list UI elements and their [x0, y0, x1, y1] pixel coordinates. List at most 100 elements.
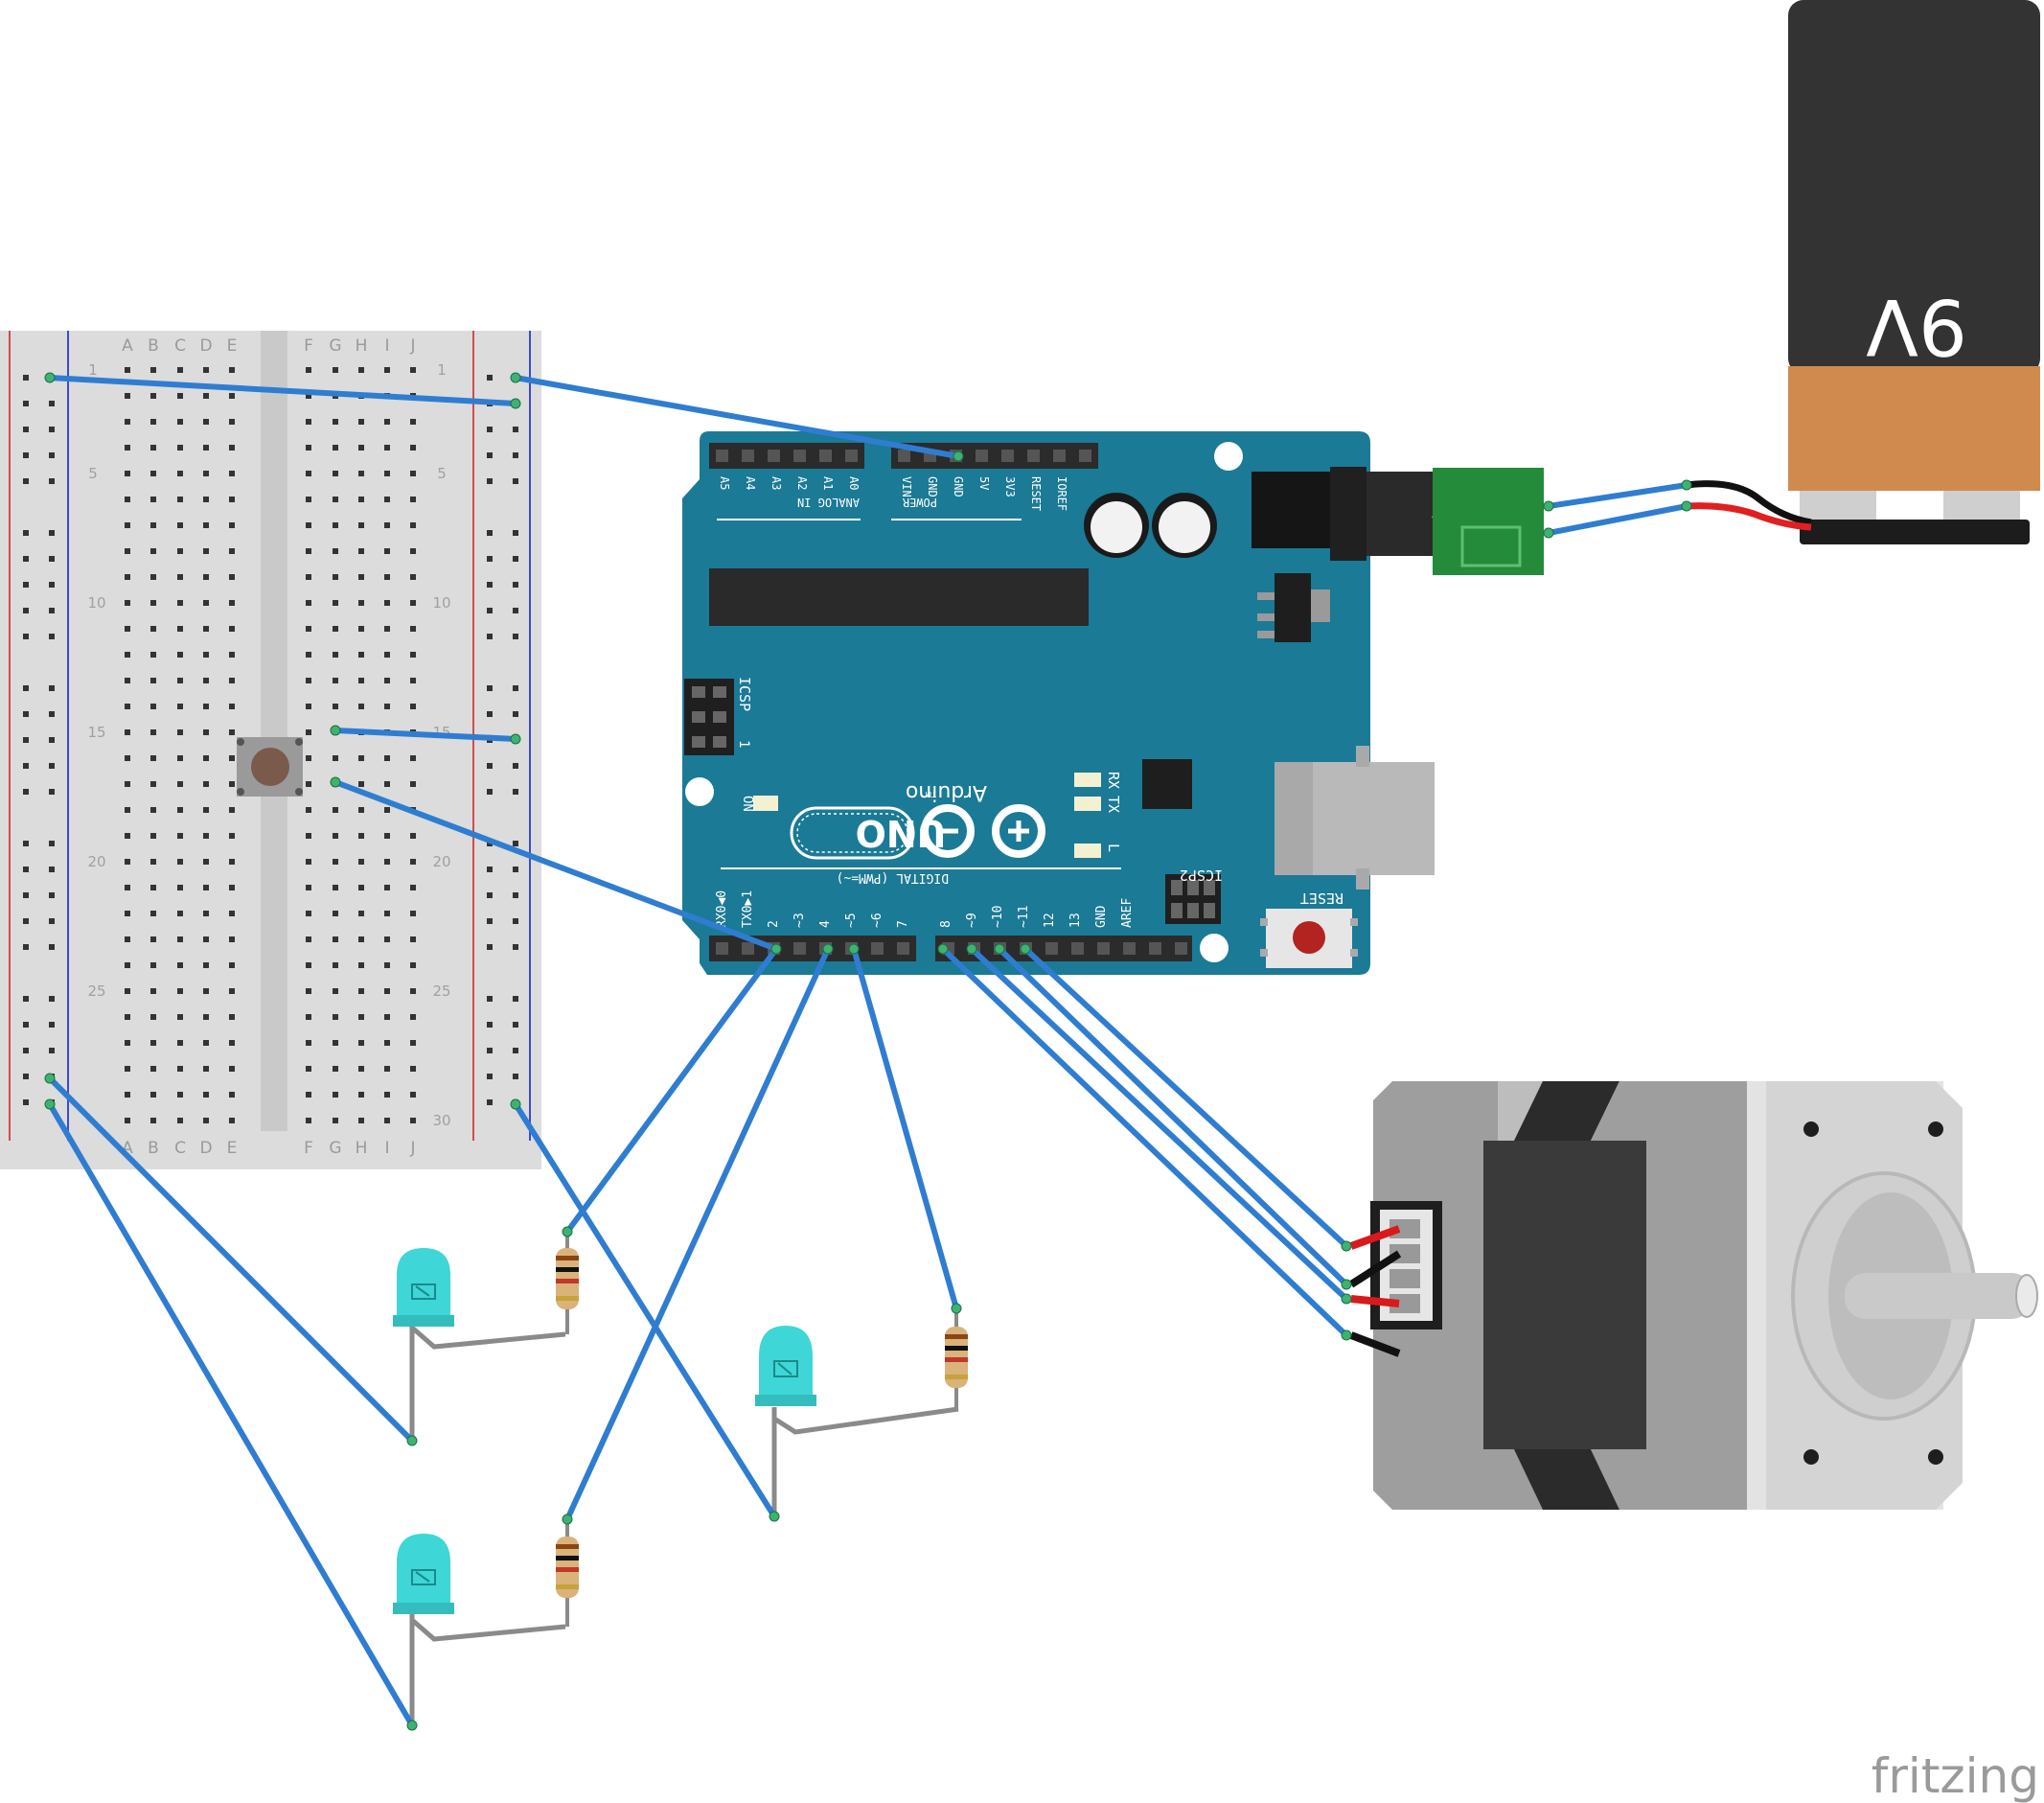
col-letter: F — [304, 1139, 313, 1158]
breadboard-hole — [306, 522, 311, 528]
breadboard-hole — [229, 755, 235, 761]
rail-hole — [23, 685, 29, 691]
breadboard-hole — [125, 652, 130, 658]
rail-hole — [513, 452, 518, 458]
rail-hole — [487, 789, 493, 795]
header-pin — [819, 450, 832, 462]
rail-hole — [487, 1048, 493, 1053]
battery-terminal — [1800, 491, 1876, 521]
breadboard-hole — [358, 522, 364, 528]
breadboard-hole — [333, 1066, 338, 1072]
wire-end — [1341, 1240, 1352, 1252]
rail-hole — [49, 918, 55, 924]
breadboard-hole — [358, 678, 364, 683]
breadboard-hole — [177, 962, 183, 968]
breadboard-hole — [203, 807, 209, 813]
col-letter: B — [148, 336, 159, 356]
rail-hole — [23, 634, 29, 639]
wire — [940, 946, 1349, 1338]
breadboard-hole — [125, 574, 130, 580]
breadboard-hole — [306, 1040, 311, 1046]
pin-label: 4 — [818, 920, 833, 928]
breadboard-hole — [358, 885, 364, 890]
breadboard-hole — [203, 729, 209, 735]
breadboard-hole — [177, 755, 183, 761]
breadboard-hole — [358, 574, 364, 580]
rail-hole — [487, 375, 493, 381]
rail-hole — [23, 452, 29, 458]
breadboard-hole — [306, 600, 311, 606]
rail-hole — [23, 608, 29, 613]
battery-terminal — [1943, 491, 2020, 521]
breadboard-hole — [410, 367, 416, 373]
breadboard-hole — [229, 859, 235, 865]
breadboard-hole — [177, 1014, 183, 1020]
breadboard-hole — [150, 419, 156, 425]
breadboard-hole — [306, 652, 311, 658]
rail-hole — [49, 452, 55, 458]
breadboard-hole — [384, 988, 390, 994]
header-pin — [793, 942, 806, 955]
push-button[interactable] — [237, 737, 303, 797]
reset-button[interactable] — [1260, 909, 1358, 968]
breadboard-hole — [203, 1014, 209, 1020]
breadboard-hole — [410, 471, 416, 476]
header-pin — [1123, 942, 1136, 955]
breadboard-hole — [125, 626, 130, 632]
breadboard-hole — [203, 755, 209, 761]
breadboard-hole — [177, 1092, 183, 1098]
column-letters-top: A B C D E F G H I J — [122, 336, 415, 356]
breadboard-hole — [229, 367, 235, 373]
row-number: 25 — [87, 982, 105, 1000]
wire-end — [1681, 479, 1692, 491]
header-pin — [1071, 942, 1084, 955]
breadboard-hole — [203, 1040, 209, 1046]
col-letter: G — [329, 336, 341, 356]
breadboard-hole — [384, 885, 390, 890]
l-led — [1074, 844, 1101, 858]
col-letter: E — [227, 336, 238, 356]
row-numbers: 1 5 10 15 20 25 1 5 10 15 20 25 30 — [87, 361, 450, 1129]
rail-hole — [513, 867, 518, 872]
breadboard-hole — [150, 522, 156, 528]
breadboard-hole — [177, 419, 183, 425]
rail-hole — [513, 892, 518, 898]
breadboard-hole — [306, 574, 311, 580]
pin-label: A2 — [795, 476, 809, 490]
pin-label: ~5 — [844, 913, 859, 928]
breadboard-hole — [410, 1092, 416, 1098]
breadboard-hole — [203, 471, 209, 476]
breadboard-hole — [384, 781, 390, 787]
rail-hole — [49, 685, 55, 691]
breadboard-hole — [306, 471, 311, 476]
row-number: 1 — [88, 361, 98, 379]
header-pin — [898, 450, 910, 462]
col-letter: H — [356, 336, 368, 356]
breadboard-hole — [150, 859, 156, 865]
rail-hole — [49, 892, 55, 898]
breadboard-hole — [203, 1092, 209, 1098]
breadboard-hole — [203, 652, 209, 658]
breadboard-hole — [358, 936, 364, 942]
breadboard-hole — [125, 393, 130, 399]
pin-label: 12 — [1043, 913, 1057, 928]
breadboard-hole — [306, 833, 311, 839]
breadboard-hole — [358, 471, 364, 476]
breadboard-hole — [125, 548, 130, 554]
rail-hole — [513, 1022, 518, 1028]
col-letter: H — [356, 1139, 368, 1158]
brand-label: Arduino — [906, 780, 987, 804]
breadboard-hole — [358, 755, 364, 761]
breadboard-hole — [384, 1092, 390, 1098]
breadboard-hole — [229, 962, 235, 968]
pin-label: RESET — [1029, 476, 1043, 511]
rail-hole — [49, 634, 55, 639]
pin-label: TX0▶1 — [741, 890, 755, 928]
pin-label: A4 — [744, 476, 757, 490]
breadboard-hole — [333, 704, 338, 709]
wire-end — [769, 1511, 780, 1522]
breadboard-hole — [306, 393, 311, 399]
breadboard-hole — [384, 1066, 390, 1072]
battery-voltage-label: 9V — [1866, 282, 1967, 371]
breadboard-hole — [125, 962, 130, 968]
